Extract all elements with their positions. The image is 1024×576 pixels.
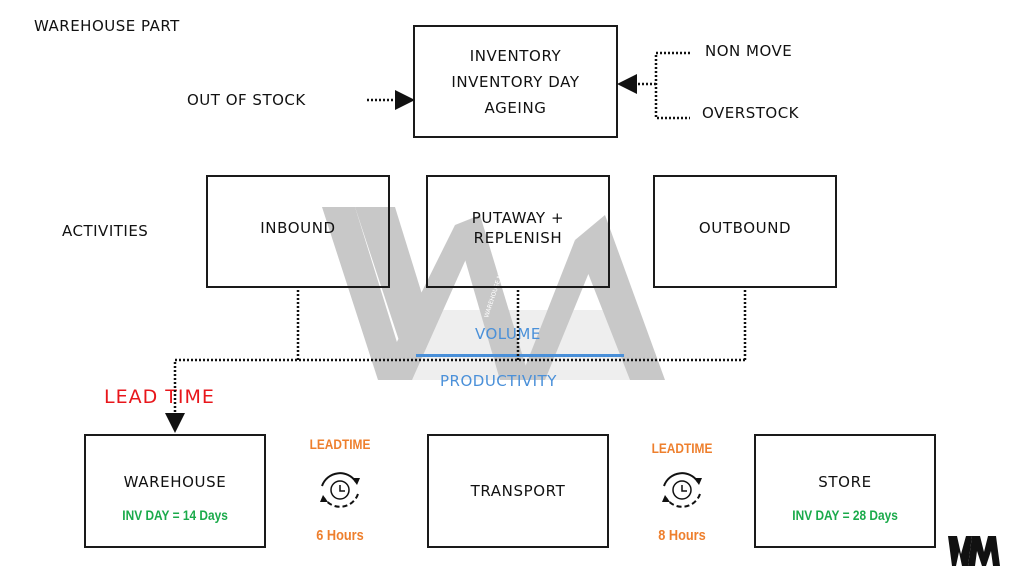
wm-logo-icon: [948, 536, 1000, 566]
leadtime-hours: 8 Hours: [658, 527, 706, 544]
outbound-box: OUTBOUND: [653, 175, 837, 288]
transport-label: TRANSPORT: [470, 482, 566, 500]
store-label: STORE: [818, 473, 872, 491]
inbound-box: INBOUND: [206, 175, 390, 288]
leadtime-title: LEADTIME: [651, 440, 713, 456]
putaway-replenish-box: PUTAWAY + REPLENISH: [426, 175, 610, 288]
leadtime-hours: 6 Hours: [316, 527, 364, 544]
page-title: WAREHOUSE PART: [34, 17, 180, 35]
inbound-label: INBOUND: [260, 218, 336, 237]
inventory-line: INVENTORY: [469, 46, 562, 65]
warehouse-box: WAREHOUSE INV DAY = 14 Days: [84, 434, 266, 548]
fraction-bar: [416, 354, 624, 357]
replenish-label: REPLENISH: [473, 228, 563, 247]
cycle-clock-icon: [662, 472, 702, 508]
right-bracket: [654, 51, 690, 120]
ageing-line: AGEING: [484, 98, 547, 117]
inventory-day-line: INVENTORY DAY: [451, 72, 580, 91]
leadtime-link-2: LEADTIME: [632, 440, 732, 456]
warehouse-inv-day: INV DAY = 14 Days: [122, 507, 228, 523]
inventory-box: INVENTORY INVENTORY DAY AGEING: [413, 25, 618, 138]
outbound-label: OUTBOUND: [698, 218, 792, 237]
lead-time-connector: [165, 358, 745, 433]
lead-time-label: LEAD TIME: [104, 386, 215, 408]
overstock-label: OVERSTOCK: [702, 104, 800, 122]
activities-label: ACTIVITIES: [62, 222, 149, 240]
leadtime-value-1: 6 Hours: [290, 527, 390, 544]
transport-box: TRANSPORT: [427, 434, 609, 548]
out-of-stock-label: OUT OF STOCK: [187, 91, 306, 109]
volume-label: VOLUME: [475, 325, 541, 343]
productivity-label: PRODUCTIVITY: [440, 372, 557, 390]
cycle-clock-icon: [320, 472, 360, 508]
leadtime-title: LEADTIME: [309, 436, 371, 452]
store-box: STORE INV DAY = 28 Days: [754, 434, 936, 548]
leadtime-link-1: LEADTIME: [290, 436, 390, 452]
non-move-label: NON MOVE: [705, 42, 793, 60]
warehouse-label: WAREHOUSE: [123, 473, 227, 491]
store-inv-day: INV DAY = 28 Days: [792, 507, 898, 523]
leadtime-value-2: 8 Hours: [632, 527, 732, 544]
putaway-label: PUTAWAY +: [471, 208, 565, 227]
